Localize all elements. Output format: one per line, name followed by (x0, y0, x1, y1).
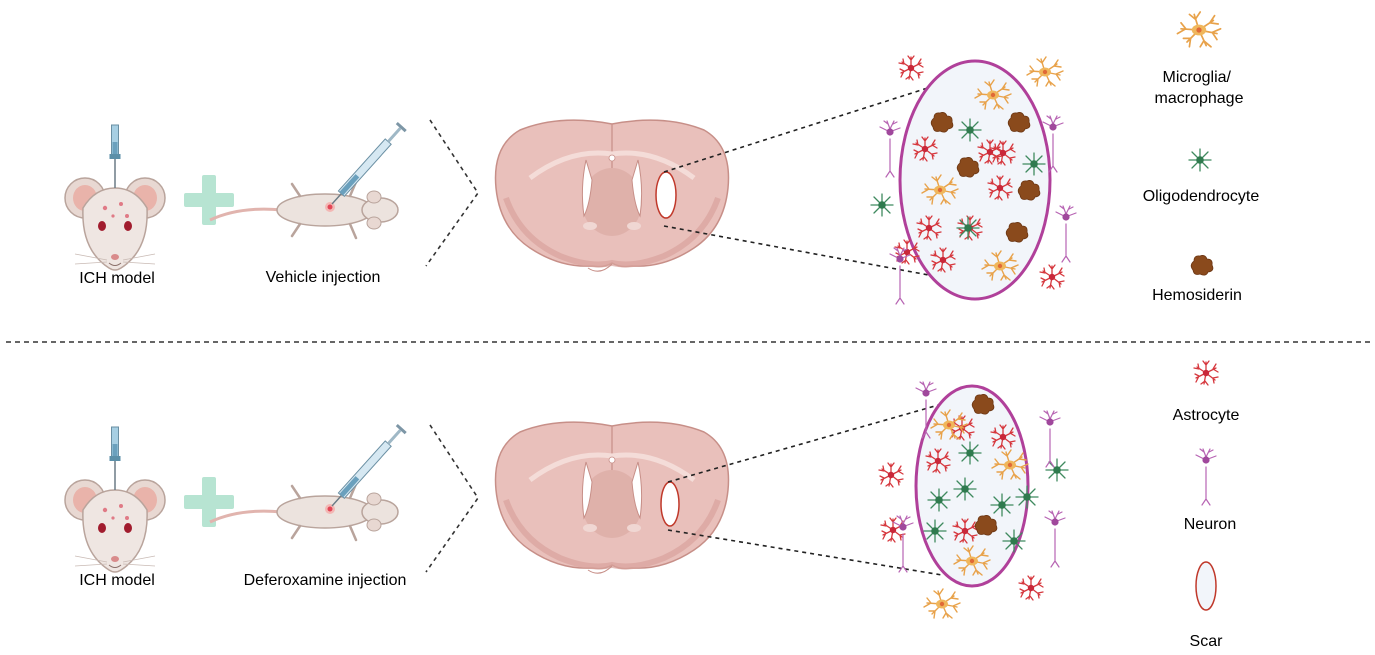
plus-icon (184, 175, 234, 225)
ich-mouse-illustration (64, 124, 166, 271)
neuron-cell (879, 120, 901, 178)
scar-region (914, 384, 1030, 588)
zoom-line-top (663, 85, 935, 173)
oligodendrocyte-cell (990, 493, 1014, 517)
microglia-icon (1176, 11, 1222, 48)
legend: Microglia/ macrophage Oligodendrocyte He… (1143, 11, 1260, 650)
panel-vehicle: ICH model Vehicle injection (64, 55, 1077, 305)
astrocyte-icon (1193, 360, 1219, 386)
brain-section (496, 120, 729, 271)
oligodendrocyte-cell (1022, 152, 1046, 176)
legend-label-hemosiderin: Hemosiderin (1152, 287, 1242, 304)
oligodendrocyte-cell (958, 118, 982, 142)
astrocyte-cell (1018, 575, 1044, 601)
scar-region (898, 59, 1052, 301)
legend-label-microglia: Microglia/ macrophage (1155, 69, 1244, 107)
astrocyte-cell (878, 462, 904, 488)
panel-deferoxamine: ICH model Deferoxamine injection (64, 381, 1069, 619)
neuron-icon (1195, 448, 1217, 506)
scar-zoom (878, 381, 1069, 619)
microglia-cell (923, 588, 961, 619)
oligodendrocyte-cell (923, 519, 947, 543)
injected-mouse-illustration (208, 422, 409, 542)
brain-lesion (660, 481, 680, 527)
oligodendrocyte-cell (1002, 529, 1026, 553)
legend-label-neuron: Neuron (1184, 516, 1236, 533)
hemosiderin-icon (1190, 255, 1214, 276)
oligodendrocyte-cell (953, 477, 977, 501)
astrocyte-cell (1039, 264, 1065, 290)
legend-label-oligodendrocyte: Oligodendrocyte (1143, 188, 1260, 205)
astrocyte-cell (898, 55, 924, 81)
model-label: ICH model (79, 270, 155, 287)
oligodendrocyte-cell (956, 216, 980, 240)
chevron-divider (425, 424, 479, 573)
legend-label-scar: Scar (1190, 633, 1224, 650)
neuron-cell (892, 515, 914, 573)
neuron-cell (1055, 205, 1077, 263)
chevron-divider (425, 119, 479, 267)
legend-label-astrocyte: Astrocyte (1173, 407, 1240, 424)
neuron-cell (1044, 510, 1066, 568)
plus-icon (184, 477, 234, 527)
injected-mouse-illustration (208, 120, 409, 240)
treatment-label: Deferoxamine injection (244, 572, 407, 589)
oligodendrocyte-cell (958, 441, 982, 465)
oligodendrocyte-cell (927, 488, 951, 512)
scar-zoom (870, 55, 1077, 305)
oligodendrocyte-icon (1188, 148, 1212, 172)
brain-section (496, 422, 729, 573)
oligodendrocyte-cell (1015, 485, 1039, 509)
ich-mouse-illustration (64, 426, 166, 573)
scar-icon (1195, 561, 1217, 611)
treatment-label: Vehicle injection (266, 269, 381, 286)
brain-lesion (655, 171, 677, 219)
microglia-cell (1026, 56, 1064, 87)
zoom-line-bottom (667, 529, 943, 576)
oligodendrocyte-cell (870, 193, 894, 217)
model-label: ICH model (79, 572, 155, 589)
zoom-line-bottom (663, 225, 935, 277)
neuron-cell (889, 247, 911, 305)
